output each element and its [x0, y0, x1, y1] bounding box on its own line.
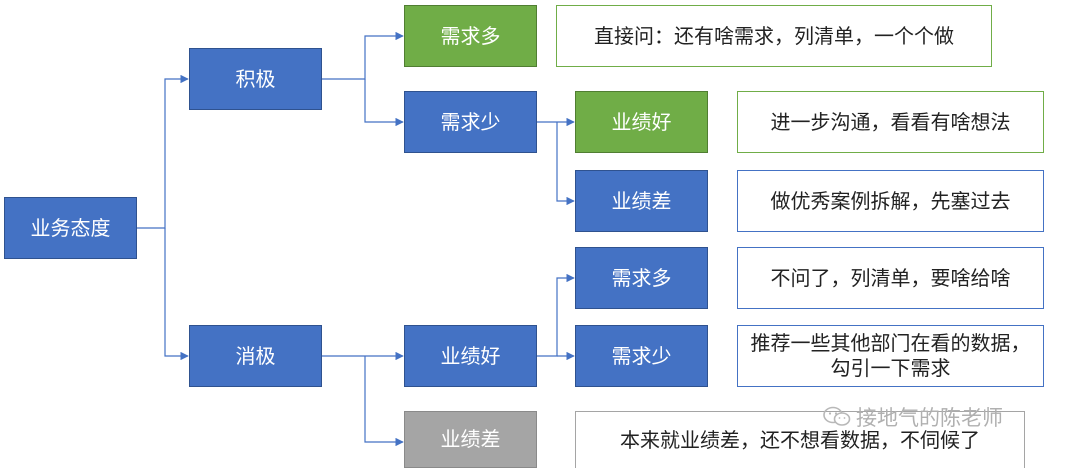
note-negative-bad-performance: 本来就业绩差，还不想看数据，不伺候了	[575, 411, 1025, 468]
note-text: 进一步沟通，看看有啥想法	[770, 109, 1011, 134]
node-positive-many-demand: 需求多	[404, 5, 537, 67]
note-text: 做优秀案例拆解，先塞过去	[770, 188, 1011, 213]
note-positive-few-bad: 做优秀案例拆解，先塞过去	[737, 170, 1044, 232]
note-negative-good-many: 不问了，列清单，要啥给啥	[737, 247, 1044, 309]
node-negative-bad-performance: 业绩差	[404, 411, 537, 468]
wechat-icon	[823, 406, 851, 426]
node-negative-good-many: 需求多	[575, 247, 708, 309]
note-text-line-1: 推荐一些其他部门在看的数据，	[750, 331, 1031, 355]
watermark: 接地气的陈老师	[822, 401, 1003, 433]
node-label: 积极	[235, 66, 276, 91]
node-label: 需求少	[611, 343, 672, 368]
note-positive-many-demand: 直接问：还有啥需求，列清单，一个个做	[556, 5, 992, 67]
note-text: 本来就业绩差，还不想看数据，不伺候了	[620, 427, 980, 452]
note-text-line-2: 勾引一下需求	[830, 356, 951, 380]
node-label: 业绩差	[440, 427, 501, 451]
note-negative-good-few: 推荐一些其他部门在看的数据， 勾引一下需求	[737, 325, 1044, 387]
note-text: 直接问：还有啥需求，列清单，一个个做	[594, 23, 954, 48]
node-label: 业务态度	[30, 215, 111, 240]
node-positive-few-demand: 需求少	[404, 91, 537, 153]
node-positive: 积极	[189, 48, 322, 110]
node-business-attitude: 业务态度	[4, 197, 137, 259]
node-label: 业绩差	[611, 188, 672, 213]
node-negative-good-few: 需求少	[575, 325, 708, 387]
node-label: 业绩好	[440, 343, 501, 368]
watermark-text: 接地气的陈老师	[856, 406, 1003, 430]
note-positive-few-good: 进一步沟通，看看有啥想法	[737, 91, 1044, 153]
node-label: 需求少	[440, 109, 501, 134]
node-label: 业绩好	[611, 109, 672, 134]
note-text: 不问了，列清单，要啥给啥	[770, 265, 1011, 290]
node-negative-good-performance: 业绩好	[404, 325, 537, 387]
node-positive-few-good: 业绩好	[575, 91, 708, 153]
node-label: 消极	[235, 343, 276, 368]
node-positive-few-bad: 业绩差	[575, 170, 708, 232]
node-label: 需求多	[611, 265, 672, 290]
node-label: 需求多	[440, 23, 501, 48]
node-negative: 消极	[189, 325, 322, 387]
